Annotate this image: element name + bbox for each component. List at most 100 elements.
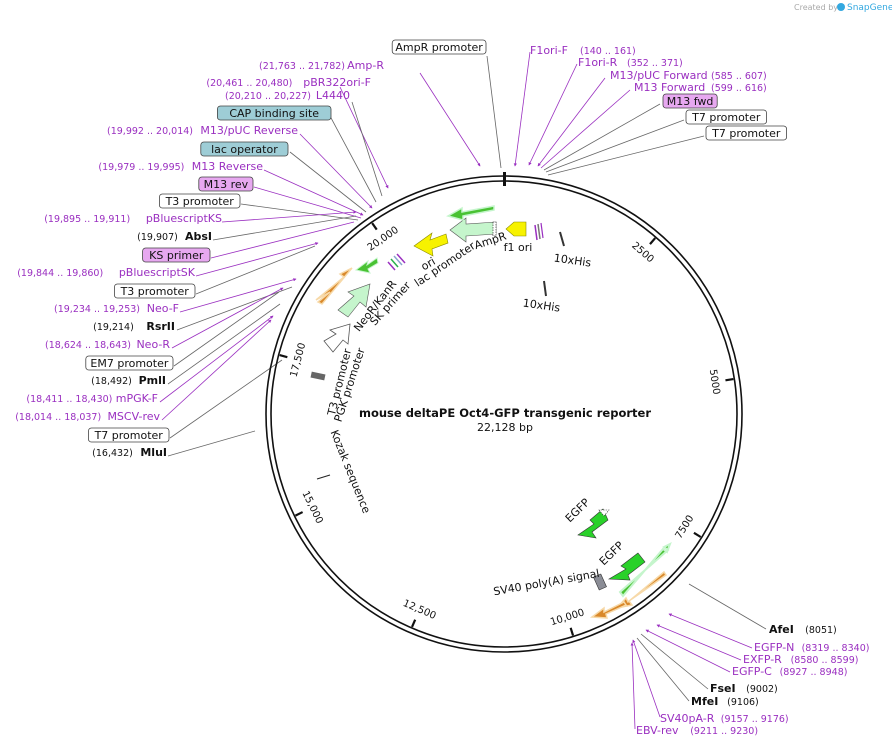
lac-bars xyxy=(387,253,406,271)
small-green-arrow xyxy=(354,257,379,274)
left-label-16: Neo-F (19,234 .. 19,253) xyxy=(54,302,179,315)
left-label-18: Neo-R (18,624 .. 18,643) xyxy=(45,338,170,351)
top-right-label-6: T7 promoter xyxy=(685,109,767,125)
enzyme-name: MfeI xyxy=(691,695,718,708)
left-label-6: M13/pUC Reverse (19,992 .. 20,014) xyxy=(107,124,298,137)
primer-name: pBR322ori-F xyxy=(303,76,371,89)
enzyme-name: PmlI xyxy=(139,374,166,387)
label-box xyxy=(685,109,767,125)
left-label-14: pBluescriptSK(19,844 .. 19,860) xyxy=(17,266,196,279)
left-label-11: pBluescriptKS(19,895 .. 19,911) xyxy=(44,212,222,225)
label-box xyxy=(391,39,487,55)
feature-name: T7 promoter xyxy=(691,111,761,124)
top-right-label-3: M13/pUC Forward(585 .. 607) xyxy=(610,69,767,82)
left-label-10: T3 promoter xyxy=(158,193,241,209)
egfp-feature-2 xyxy=(607,552,646,581)
left-label-2: Amp-R(21,763 .. 21,782) xyxy=(259,59,384,72)
tick-label: 2500 xyxy=(629,240,655,265)
tick-mark xyxy=(371,222,378,231)
plasmid-name: mouse deltaPE Oct4-GFP transgenic report… xyxy=(359,406,651,420)
his-mark-1 xyxy=(559,231,565,247)
brand-text: SnapGene xyxy=(847,3,892,13)
range-text: (19,234 .. 19,253) xyxy=(54,304,140,315)
tick-label: 12,500 xyxy=(401,598,437,622)
orange-arrow-right xyxy=(614,570,668,610)
primer-name: Neo-F xyxy=(147,302,179,315)
tick-mark xyxy=(725,377,734,382)
left-label-20: PmlI(18,492) xyxy=(91,374,166,387)
his-label-1: 10xHis xyxy=(553,251,592,269)
sv40-label: SV40 poly(A) signal xyxy=(492,567,600,598)
features xyxy=(315,205,672,619)
feature-name: KS primer xyxy=(149,249,204,262)
tick-label: 20,000 xyxy=(366,225,401,254)
enzyme-name: MluI xyxy=(140,446,167,459)
primer-name: mPGK-F xyxy=(116,392,158,405)
left-label-19: EM7 promoter xyxy=(85,355,174,371)
feature-name: T3 promoter xyxy=(165,195,235,208)
egfp-label-2: EGFP xyxy=(597,539,627,568)
range-text: (9157 .. 9176) xyxy=(721,714,789,725)
orange-arrow-left xyxy=(315,267,353,305)
primer-name: M13/pUC Reverse xyxy=(200,124,298,137)
orange-arrow-bottom xyxy=(589,601,628,619)
his-label-2: 10xHis xyxy=(522,296,561,314)
top-right-label-5: M13 fwd xyxy=(662,93,718,109)
tick-mark xyxy=(693,531,702,538)
range-text: (19,992 .. 20,014) xyxy=(107,126,193,137)
range-text: (9002) xyxy=(746,684,778,695)
bottom-right-label-3: EXFP-R(8580 .. 8599) xyxy=(743,653,858,666)
range-text: (19,895 .. 19,911) xyxy=(44,214,130,225)
primer-name: Neo-R xyxy=(136,338,170,351)
range-text: (18,411 .. 18,430) xyxy=(26,394,112,405)
tick-mark xyxy=(649,237,657,245)
primer-name: SV40pA-R xyxy=(660,712,715,725)
egfp-feature-1 xyxy=(577,508,609,539)
tick-mark xyxy=(294,511,304,517)
range-text: (18,624 .. 18,643) xyxy=(45,340,131,351)
primer-name: L4440 xyxy=(316,89,350,102)
label-box xyxy=(216,105,332,121)
bottom-right-label-1: AfeI(8051) xyxy=(769,623,837,636)
left-label-4: L4440(20,210 .. 20,227) xyxy=(225,89,350,102)
snapgene-credit: Created by SnapGene xyxy=(794,3,892,13)
range-text: (352 .. 371) xyxy=(627,58,683,69)
primer-name: MSCV-rev xyxy=(107,410,160,423)
sv40-feature xyxy=(593,573,607,591)
tick-mark xyxy=(279,354,288,359)
credit-text: Created by xyxy=(794,3,838,12)
ring-marks xyxy=(310,172,506,480)
label-box xyxy=(705,125,787,141)
range-text: (9211 .. 9230) xyxy=(690,726,758,737)
left-label-22: MSCV-rev (18,014 .. 18,037) xyxy=(15,410,160,423)
left-label-23: T7 promoter xyxy=(88,427,170,443)
his-mark-2 xyxy=(543,280,547,297)
top-right-label-2: F1ori-R(352 .. 371) xyxy=(578,56,683,69)
range-text: (8051) xyxy=(805,625,837,636)
range-text: (9106) xyxy=(727,697,759,708)
egfp-label-1: EGFP xyxy=(563,496,593,525)
range-text: (8319 .. 8340) xyxy=(802,643,870,654)
tick-mark xyxy=(410,619,417,628)
range-text: (140 .. 161) xyxy=(580,46,636,57)
label-box xyxy=(142,247,211,263)
tick-mark xyxy=(569,627,575,636)
enzyme-name: FseI xyxy=(710,682,736,695)
neo-kanr-feature xyxy=(337,283,371,318)
primer-name: EXFP-R xyxy=(743,653,782,666)
top-right-labels: F1ori-F(140 .. 161)F1ori-R(352 .. 371)M1… xyxy=(530,44,787,141)
feature-name: M13 rev xyxy=(204,178,249,191)
range-text: (18,014 .. 18,037) xyxy=(15,412,101,423)
primer-name: Amp-R xyxy=(347,59,384,72)
primer-name: EBV-rev xyxy=(636,724,679,737)
f1-ori-feature xyxy=(505,221,527,237)
left-label-5: CAP binding site xyxy=(216,105,332,121)
range-text: (19,907) xyxy=(137,232,178,243)
label-box xyxy=(85,355,174,371)
feature-name: lac operator xyxy=(211,143,278,156)
primer-name: M13/pUC Forward xyxy=(610,69,708,82)
feature-name: T7 promoter xyxy=(711,127,781,140)
bottom-right-label-4: EGFP-C(8927 .. 8948) xyxy=(732,665,847,678)
primer-name: M13 Reverse xyxy=(192,160,263,173)
